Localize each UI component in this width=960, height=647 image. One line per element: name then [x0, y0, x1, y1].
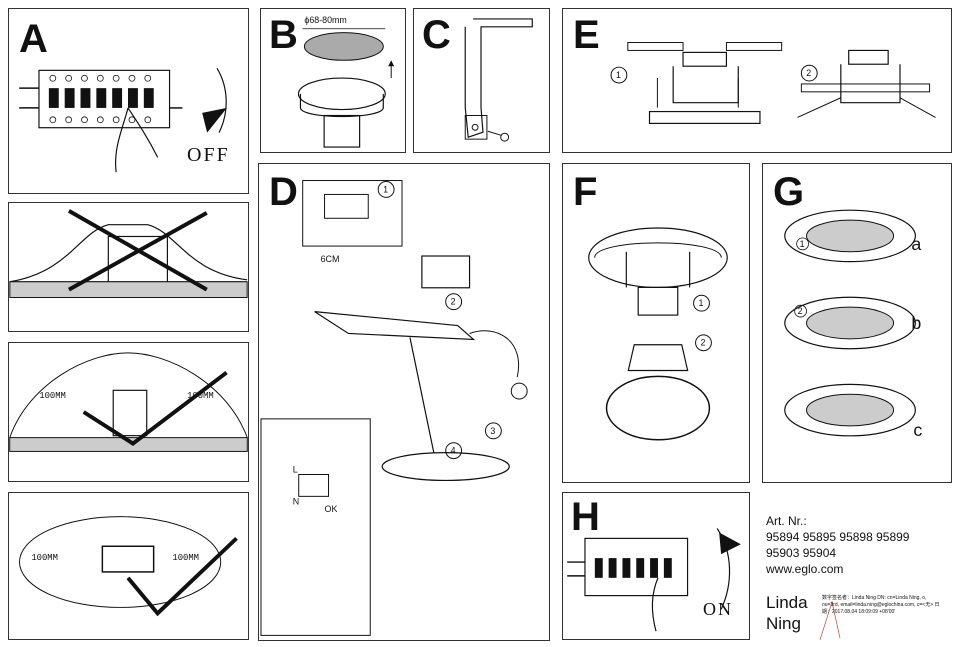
article-info: Art. Nr.: 95894 95895 95898 95899 95903 …: [766, 513, 956, 577]
hole-diameter-label: ϕ68-80mm: [304, 15, 346, 25]
panel-g: G 1 a 2 b c: [762, 163, 952, 483]
f-step-1-number: 1: [699, 298, 704, 308]
step-letter-h: H: [571, 495, 600, 539]
step-letter-g: G: [773, 170, 805, 214]
cutout-size-illustration: ϕ68-80mm: [297, 15, 395, 148]
panel-a: A OFF: [8, 8, 249, 194]
on-caption: ON: [703, 599, 733, 619]
step-letter-c: C: [422, 13, 451, 57]
step-letter-e: E: [573, 13, 600, 57]
sub-step-c: c: [913, 420, 922, 440]
insert-bulb-illustration: 1 2: [588, 227, 728, 441]
digital-signature: Linda Ning 数字签名者：Linda Ning DN: cn=Linda…: [766, 592, 956, 644]
step-letter-a: A: [19, 17, 48, 61]
panel-f: F 1 2: [562, 163, 750, 483]
breaker-on-illustration: [567, 528, 741, 632]
f-step-2-number: 2: [701, 338, 706, 348]
wiring-and-mount-illustration: 6CM 1 2 3 4 L N OK: [260, 180, 528, 636]
website-link[interactable]: www.eglo.com: [766, 562, 844, 576]
panel-d: D 6CM 1 2 3 4 L N OK: [258, 163, 550, 641]
signer-name: Linda Ning: [766, 593, 808, 633]
clearance-top-left-label: 100MM: [31, 553, 58, 563]
terminal-l-label: L: [293, 465, 298, 475]
breaker-off-illustration: [19, 68, 227, 173]
d-step-2-number: 2: [451, 297, 456, 307]
d-step-1-number: 1: [383, 184, 388, 194]
step-letter-d: D: [269, 170, 298, 214]
step-letter-b: B: [269, 13, 298, 57]
panel-clearance-top: 100MM 100MM: [8, 492, 249, 640]
article-heading: Art. Nr.:: [766, 514, 807, 528]
clearance-left-label: 100MM: [39, 391, 66, 401]
step-1-number: 1: [616, 70, 621, 80]
sub-step-a: a: [911, 234, 921, 254]
panel-clearance-side: 100MM 100MM: [8, 342, 249, 482]
panel-c: C: [413, 8, 550, 153]
sub-step-b: b: [911, 313, 921, 333]
adjust-tilt-illustration: 1 a 2 b c: [784, 209, 922, 440]
clearance-side-illustration: 100MM 100MM: [9, 352, 248, 452]
clearance-right-label: 100MM: [187, 391, 214, 401]
clearance-top-right-label: 100MM: [172, 553, 199, 563]
g-step-2-number: 2: [798, 306, 803, 316]
d-step-4-number: 4: [451, 446, 456, 456]
spring-clip-illustration: [464, 18, 533, 142]
panel-e: E 1 2: [562, 8, 952, 153]
signature-mark-icon: [819, 600, 841, 641]
panel-h: H ON: [562, 492, 750, 640]
do-not-cover-illustration: [9, 209, 248, 299]
ok-label: OK: [325, 504, 338, 514]
article-numbers-line1: 95894 95895 95898 95899: [766, 530, 910, 544]
clearance-top-illustration: 100MM 100MM: [18, 516, 238, 617]
off-caption: OFF: [187, 144, 230, 166]
terminal-n-label: N: [293, 496, 299, 506]
signature-details: 数字签名者：Linda Ning DN: cn=Linda Ning, o, o…: [822, 595, 940, 615]
panel-b: B ϕ68-80mm: [260, 8, 406, 153]
article-numbers-line2: 95903 95904: [766, 546, 837, 560]
d-step-3-number: 3: [490, 426, 495, 436]
g-step-1-number: 1: [800, 239, 805, 249]
step-2-number: 2: [806, 68, 811, 78]
panel-no-cover-warning: [8, 202, 249, 332]
strip-distance-label: 6CM: [321, 254, 340, 264]
install-into-ceiling-illustration: 1 2: [610, 42, 936, 124]
step-letter-f: F: [573, 170, 598, 214]
